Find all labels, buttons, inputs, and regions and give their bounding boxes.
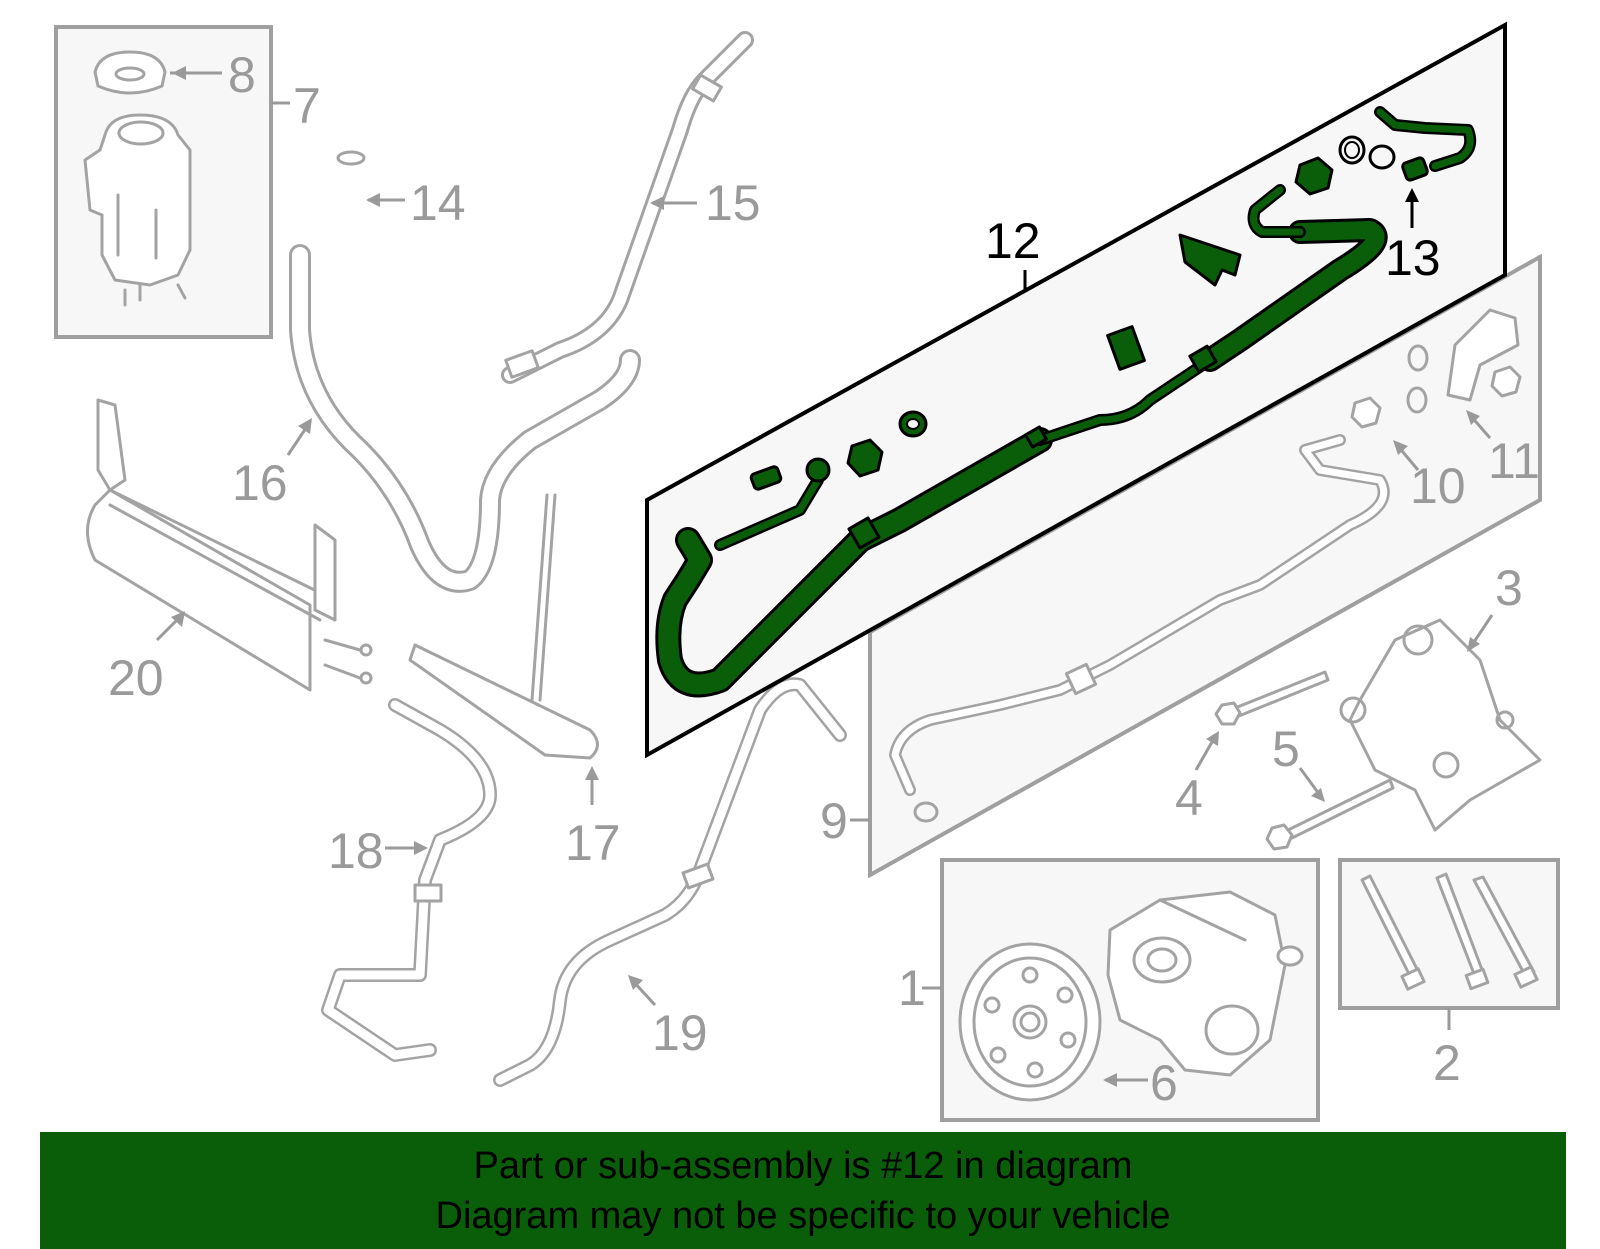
- part-12-fittings[interactable]: [749, 156, 1334, 550]
- part-14-hose[interactable]: [336, 150, 499, 341]
- callout-9: 9: [820, 793, 848, 849]
- part-7-reservoir-box: [54, 25, 290, 339]
- callout-17: 17: [565, 815, 621, 871]
- callout-5: 5: [1272, 721, 1300, 777]
- callout-15: 15: [705, 175, 761, 231]
- part-13-line[interactable]: [1338, 106, 1477, 228]
- callout-labels: 1 2 3 4 5 6 7 8 9 10 11 12 13 14 15 16 1…: [108, 47, 1540, 1111]
- part-12-pressure-hose[interactable]: [655, 184, 1388, 698]
- part-18-line[interactable]: [321, 698, 497, 1062]
- part-8-cap[interactable]: [93, 50, 167, 95]
- part-5-bolt[interactable]: [1265, 767, 1395, 851]
- info-banner: Part or sub-assembly is #12 in diagram D…: [40, 1132, 1566, 1249]
- part-19-line[interactable]: [493, 677, 847, 1087]
- part-1-pump-box: [922, 858, 1320, 1122]
- callout-6: 6: [1150, 1055, 1178, 1111]
- banner-line-disclaimer: Diagram may not be specific to your vehi…: [435, 1194, 1171, 1237]
- callout-19: 19: [652, 1005, 708, 1061]
- part-15-hose[interactable]: [501, 31, 754, 384]
- part-2-bolts[interactable]: [1360, 872, 1539, 991]
- callout-14: 14: [410, 175, 466, 231]
- part-4-bolt[interactable]: [1194, 670, 1330, 771]
- callout-16: 16: [232, 455, 288, 511]
- callout-18: 18: [328, 823, 384, 879]
- part-17-line[interactable]: [408, 493, 599, 805]
- callout-10: 10: [1410, 458, 1466, 514]
- part-12-highlight-panel: [645, 21, 1507, 759]
- callout-7: 7: [293, 78, 321, 134]
- part-16-hose[interactable]: [286, 244, 641, 593]
- callout-11: 11: [1488, 433, 1540, 489]
- callout-2: 2: [1433, 1035, 1461, 1091]
- part-10-nut[interactable]: [1350, 396, 1382, 429]
- callout-12: 12: [985, 213, 1041, 269]
- callout-8: 8: [228, 47, 256, 103]
- part-1-pump[interactable]: [1106, 890, 1304, 1077]
- callout-3: 3: [1495, 560, 1523, 616]
- callout-13: 13: [1385, 230, 1441, 286]
- part-2-bolts-box: [1338, 858, 1560, 1030]
- part-3-bracket[interactable]: [1339, 614, 1542, 832]
- part-11-bracket[interactable]: [1406, 308, 1522, 439]
- part-7-reservoir[interactable]: [83, 113, 192, 287]
- part-20-cooler[interactable]: [86, 398, 373, 692]
- callout-1: 1: [898, 960, 926, 1016]
- part-6-pulley[interactable]: [958, 942, 1148, 1102]
- callout-20: 20: [108, 650, 164, 706]
- banner-line-part-number: Part or sub-assembly is #12 in diagram: [473, 1144, 1133, 1187]
- callout-4: 4: [1175, 770, 1203, 826]
